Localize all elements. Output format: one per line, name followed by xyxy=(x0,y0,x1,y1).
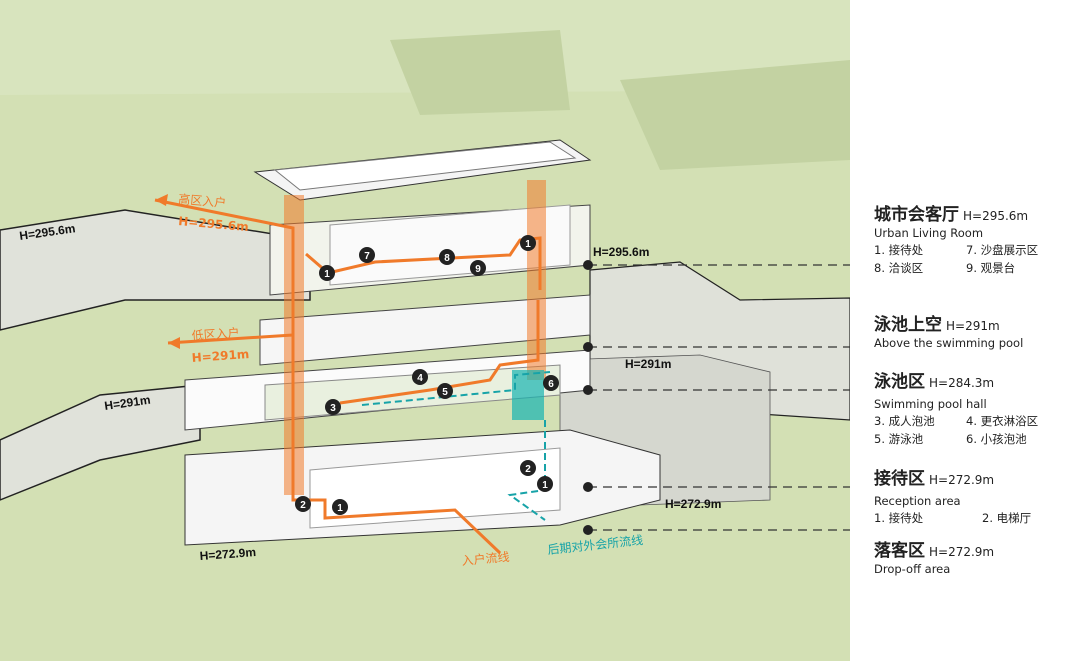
level-height: H=295.6m xyxy=(963,209,1029,223)
club-flow-line xyxy=(361,371,551,521)
elevation-label: H=291m xyxy=(625,357,671,371)
level-title: 泳池区 xyxy=(874,372,925,392)
level-english: Swimming pool hall xyxy=(874,397,987,411)
level-title: 泳池上空 xyxy=(874,315,942,335)
level-english: Drop-off area xyxy=(874,562,951,576)
markers: 1 7 8 9 1 4 5 3 6 2 1 2 1 xyxy=(295,235,559,515)
marker: 6 xyxy=(548,379,554,390)
level-english: Reception area xyxy=(874,494,961,508)
elevation-label: H=295.6m xyxy=(593,245,649,259)
marker: 9 xyxy=(475,264,481,275)
legend-above-pool: 泳池上空 H=291m Above the swimming pool xyxy=(874,310,1023,351)
above-pool-layer xyxy=(259,294,591,366)
legend-reception: 接待区 H=272.9m Reception area 1. 接待处 2. 电梯厅 xyxy=(874,464,1074,527)
marker: 5 xyxy=(442,387,448,398)
marker: 1 xyxy=(337,503,343,514)
legend-item: 2. 电梯厅 xyxy=(982,511,1032,525)
entry-flow-label: 入户流线 xyxy=(461,549,510,568)
urban-living-room-layer xyxy=(269,204,591,296)
elevation-label: H=272.9m xyxy=(199,545,256,563)
level-height: H=272.9m xyxy=(929,473,995,487)
legend-item: 5. 游泳池 xyxy=(874,432,924,446)
club-flow-label: 后期对外会所流线 xyxy=(547,533,644,557)
legend-item: 6. 小孩泡池 xyxy=(966,432,1027,446)
level-height: H=272.9m xyxy=(929,545,995,559)
legend-item: 3. 成人泡池 xyxy=(874,414,935,428)
level-english: Urban Living Room xyxy=(874,226,984,240)
marker: 8 xyxy=(444,253,450,264)
leader-dot xyxy=(583,342,593,352)
legend-item: 1. 接待处 xyxy=(874,243,924,257)
marker: 4 xyxy=(417,373,423,384)
level-title: 城市会客厅 xyxy=(874,205,959,225)
leader-dot xyxy=(583,482,593,492)
teal-core xyxy=(512,370,544,420)
roof-layer xyxy=(253,139,592,201)
low-entry-height: H=291m xyxy=(191,347,249,365)
legend-panel xyxy=(850,0,1080,661)
legend-dropoff: 落客区 H=272.9m Drop-off area xyxy=(874,536,994,577)
marker: 2 xyxy=(525,464,531,475)
legend-item: 9. 观景台 xyxy=(966,261,1016,275)
legend-pool-hall: 泳池区 H=284.3m Swimming pool hall 3. 成人泡池 4.… xyxy=(874,367,1058,448)
marker: 1 xyxy=(542,480,548,491)
marker: 7 xyxy=(364,251,370,262)
marker: 2 xyxy=(300,500,306,511)
legend-urban-living-room: 城市会客厅 H=295.6m Urban Living Room 1. 接待处 7.… xyxy=(874,200,1058,277)
high-entry-height: H=295.6m xyxy=(178,214,250,234)
leader-dot xyxy=(583,260,593,270)
level-title: 接待区 xyxy=(874,469,925,489)
marker: 3 xyxy=(330,403,336,414)
leader-dot xyxy=(583,525,593,535)
legend-item: 8. 洽谈区 xyxy=(874,261,924,275)
level-height: H=291m xyxy=(946,319,1000,333)
leader-dot xyxy=(583,385,593,395)
high-entry-label: 高区入户 xyxy=(178,191,227,210)
low-entry-label: 低区入户 xyxy=(191,325,240,343)
level-height: H=284.3m xyxy=(929,376,995,390)
legend-item: 1. 接待处 xyxy=(874,511,924,525)
legend-item: 4. 更衣淋浴区 xyxy=(966,414,1039,428)
legend-item: 7. 沙盘展示区 xyxy=(966,243,1039,257)
level-english: Above the swimming pool xyxy=(874,336,1024,350)
marker: 1 xyxy=(324,269,330,280)
elevation-label: H=291m xyxy=(103,393,151,413)
marker: 1 xyxy=(525,239,531,250)
level-title: 落客区 xyxy=(874,541,925,561)
elevation-label: H=272.9m xyxy=(665,497,721,511)
east-vertical-core xyxy=(527,180,546,380)
